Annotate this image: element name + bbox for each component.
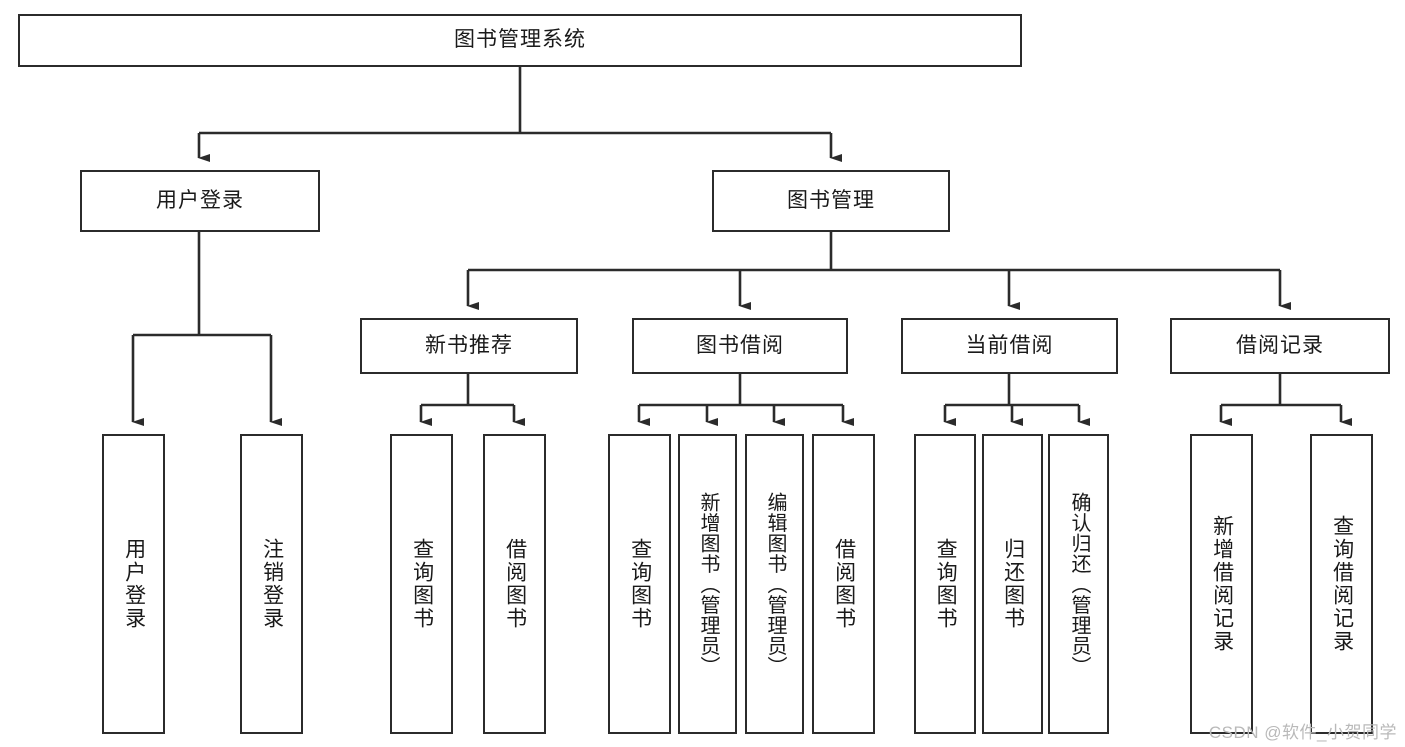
node-book-borrow[interactable]: 图书借阅 <box>632 318 848 374</box>
leaf-edit-book-admin[interactable]: 编辑图书（管理员） <box>745 434 804 734</box>
node-label: 图书借阅 <box>696 333 784 357</box>
node-label: 新增图书（管理员） <box>697 491 719 677</box>
leaf-logout[interactable]: 注销登录 <box>240 434 303 734</box>
node-book-management[interactable]: 图书管理 <box>712 170 950 232</box>
watermark-text: CSDN @软件_小贺同学 <box>1208 723 1397 742</box>
node-label: 当前借阅 <box>965 333 1054 357</box>
leaf-return-book[interactable]: 归还图书 <box>982 434 1043 734</box>
node-label: 借阅图书 <box>832 538 856 630</box>
leaf-query-book-recommend[interactable]: 查询图书 <box>390 434 453 734</box>
node-label: 查询图书 <box>934 538 958 630</box>
node-label: 新增借阅记录 <box>1210 515 1234 653</box>
node-user-login[interactable]: 用户登录 <box>80 170 320 232</box>
node-label: 图书管理 <box>787 188 875 212</box>
node-label: 用户登录 <box>122 538 146 630</box>
leaf-query-borrow-record[interactable]: 查询借阅记录 <box>1310 434 1373 734</box>
leaf-borrow-book[interactable]: 借阅图书 <box>812 434 875 734</box>
node-label: 查询借阅记录 <box>1330 515 1354 653</box>
node-borrow-record[interactable]: 借阅记录 <box>1170 318 1390 374</box>
node-label: 查询图书 <box>628 538 652 630</box>
node-new-book-recommend[interactable]: 新书推荐 <box>360 318 578 374</box>
node-root-book-management-system[interactable]: 图书管理系统 <box>18 14 1022 67</box>
leaf-add-borrow-record[interactable]: 新增借阅记录 <box>1190 434 1253 734</box>
node-current-borrow[interactable]: 当前借阅 <box>901 318 1118 374</box>
leaf-add-book-admin[interactable]: 新增图书（管理员） <box>678 434 737 734</box>
leaf-query-book-borrow[interactable]: 查询图书 <box>608 434 671 734</box>
node-label: 编辑图书（管理员） <box>764 491 786 677</box>
node-label: 归还图书 <box>1001 538 1025 630</box>
node-label: 新书推荐 <box>425 333 513 357</box>
leaf-borrow-book-recommend[interactable]: 借阅图书 <box>483 434 546 734</box>
node-label: 图书管理系统 <box>454 28 586 52</box>
leaf-query-book-current[interactable]: 查询图书 <box>914 434 976 734</box>
node-label: 用户登录 <box>156 188 244 212</box>
node-label: 注销登录 <box>260 538 284 630</box>
node-label: 确认归还（管理员） <box>1068 491 1090 677</box>
node-label: 借阅图书 <box>503 538 527 630</box>
node-label: 查询图书 <box>410 538 434 630</box>
leaf-confirm-return-admin[interactable]: 确认归还（管理员） <box>1048 434 1109 734</box>
leaf-user-login[interactable]: 用户登录 <box>102 434 165 734</box>
node-label: 借阅记录 <box>1236 333 1324 357</box>
